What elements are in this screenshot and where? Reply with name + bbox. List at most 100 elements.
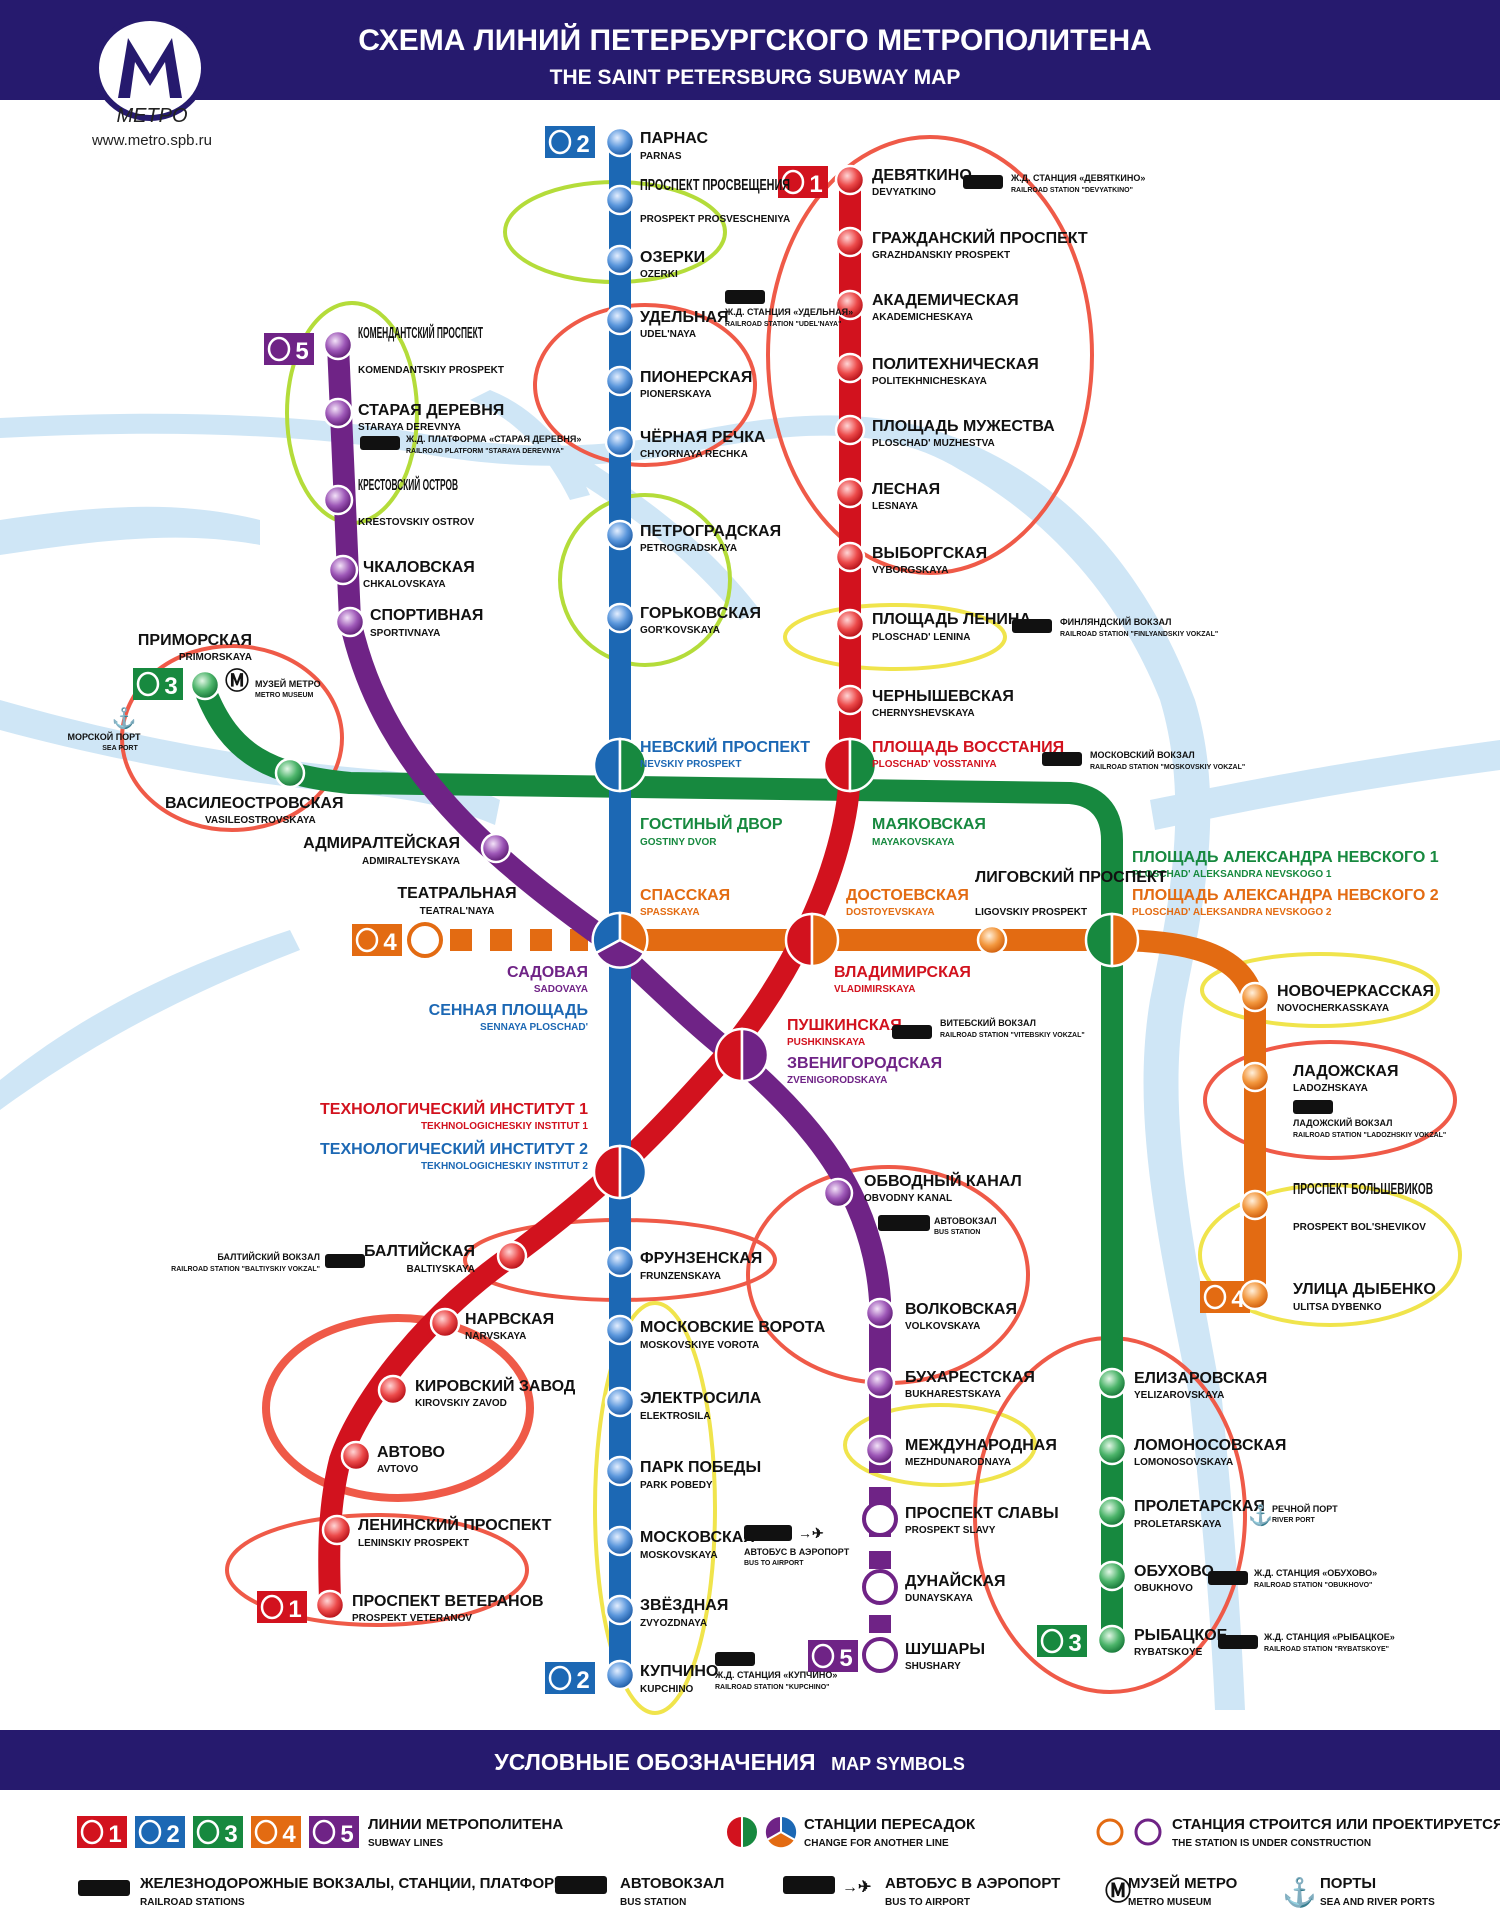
station-marker-elektrosila [604, 1386, 636, 1418]
svg-text:НЕВСКИЙ ПРОСПЕКТ: НЕВСКИЙ ПРОСПЕКТ [640, 737, 810, 756]
svg-text:AKADEMICHESKAYA: AKADEMICHESKAYA [872, 312, 973, 323]
svg-text:Ж.Д. СТАНЦИЯ «ДЕВЯТКИНО»: Ж.Д. СТАНЦИЯ «ДЕВЯТКИНО» [1010, 173, 1145, 183]
svg-text:4: 4 [383, 929, 397, 956]
station-marker-gorkovskaya [604, 602, 636, 634]
station-marker-petrogradskaya [604, 519, 636, 551]
station-marker-kupchino [604, 1659, 636, 1691]
svg-text:TEKHNOLOGICHESKIY INSTITUT 2: TEKHNOLOGICHESKIY INSTITUT 2 [421, 1161, 588, 1172]
svg-text:БАЛТИЙСКАЯ: БАЛТИЙСКАЯ [364, 1241, 475, 1260]
station-marker-grazhdanskiy-prospekt [834, 226, 866, 258]
station-marker-dunayskaya [862, 1569, 898, 1605]
svg-text:ВОЛКОВСКАЯ: ВОЛКОВСКАЯ [905, 1301, 1017, 1318]
train-icon [715, 1652, 755, 1666]
svg-text:ПРОСПЕКТ ПРОСВЕЩЕНИЯ: ПРОСПЕКТ ПРОСВЕЩЕНИЯ [640, 177, 790, 194]
station-marker-prospekt-prosvescheniya [604, 184, 636, 216]
svg-text:SHUSHARY: SHUSHARY [905, 1661, 961, 1672]
svg-text:ПУШКИНСКАЯ: ПУШКИНСКАЯ [787, 1017, 902, 1034]
svg-text:ЛЕСНАЯ: ЛЕСНАЯ [872, 481, 940, 498]
railroad-devyatkino: Ж.Д. СТАНЦИЯ «ДЕВЯТКИНО»RAILROAD STATION… [963, 173, 1145, 194]
svg-text:SENNAYA PLOSCHAD': SENNAYA PLOSCHAD' [480, 1022, 588, 1033]
station-marker-prospekt-slavy [862, 1501, 898, 1537]
svg-text:RAILROAD STATION "LADOZHSKIY V: RAILROAD STATION "LADOZHSKIY VOKZAL" [1293, 1132, 1446, 1139]
svg-text:ЕЛИЗАРОВСКАЯ: ЕЛИЗАРОВСКАЯ [1134, 1370, 1267, 1387]
svg-text:ЧЁРНАЯ РЕЧКА: ЧЁРНАЯ РЕЧКА [640, 428, 766, 446]
station-marker-moskovskiye-vorota [604, 1314, 636, 1346]
svg-text:GRAZHDANSKIY PROSPEKT: GRAZHDANSKIY PROSPEKT [872, 250, 1010, 261]
station-label-tekhnologicheskiy-2: ТЕХНОЛОГИЧЕСКИЙ ИНСТИТУТ 2TEKHNOLOGICHES… [320, 1139, 588, 1172]
svg-text:МУЗЕЙ МЕТРО: МУЗЕЙ МЕТРО [255, 678, 321, 689]
svg-text:SPASSKAYA: SPASSKAYA [640, 907, 700, 918]
svg-text:ШУШАРЫ: ШУШАРЫ [905, 1641, 985, 1658]
svg-text:PARK POBEDY: PARK POBEDY [640, 1480, 713, 1491]
transfer-dostoyevskaya-vladimirskaya [784, 912, 840, 968]
header-title-en: THE SAINT PETERSBURG SUBWAY MAP [550, 66, 961, 89]
station-marker-frunzenskaya [604, 1246, 636, 1278]
svg-text:ЭЛЕКТРОСИЛА: ЭЛЕКТРОСИЛА [640, 1390, 762, 1407]
transfer-hubs [591, 737, 1140, 1200]
svg-text:BUKHARESTSKAYA: BUKHARESTSKAYA [905, 1389, 1001, 1400]
svg-text:ПЛОЩАДЬ ВОССТАНИЯ: ПЛОЩАДЬ ВОССТАНИЯ [872, 739, 1064, 756]
svg-text:ДЕВЯТКИНО: ДЕВЯТКИНО [872, 167, 972, 184]
svg-text:ZVYOZDNAYA: ZVYOZDNAYA [640, 1618, 707, 1629]
svg-text:VLADIMIRSKAYA: VLADIMIRSKAYA [834, 984, 916, 995]
svg-text:3: 3 [224, 1821, 237, 1848]
station-marker-chernyshevskaya [834, 684, 866, 716]
railroad-kupchino: Ж.Д. СТАНЦИЯ «КУПЧИНО»RAILROAD STATION "… [714, 1652, 837, 1691]
station-label-park-pobedy: ПАРК ПОБЕДЫ PARK POBEDY [640, 1459, 761, 1491]
svg-text:ПРОСПЕКТ ВЕТЕРАНОВ: ПРОСПЕКТ ВЕТЕРАНОВ [352, 1593, 544, 1610]
station-marker-kirovskiy-zavod [377, 1374, 409, 1406]
legend-ports-sublabel: SEA AND RIVER PORTS [1320, 1897, 1435, 1908]
svg-text:SEA PORT: SEA PORT [102, 745, 138, 752]
svg-text:СЕННАЯ ПЛОЩАДЬ: СЕННАЯ ПЛОЩАДЬ [429, 1002, 588, 1019]
svg-text:ПАРК ПОБЕДЫ: ПАРК ПОБЕДЫ [640, 1459, 761, 1476]
svg-text:4: 4 [282, 1821, 296, 1848]
legend-museum-icon: Ⓜ [1105, 1876, 1131, 1906]
svg-text:ЛОМОНОСОВСКАЯ: ЛОМОНОСОВСКАЯ [1134, 1437, 1286, 1454]
station-marker-prospekt-veteranov [314, 1589, 346, 1621]
svg-text:VASILEOSTROVSKAYA: VASILEOSTROVSKAYA [205, 815, 316, 826]
svg-text:ДУНАЙСКАЯ: ДУНАЙСКАЯ [905, 1571, 1006, 1590]
svg-text:ГОРЬКОВСКАЯ: ГОРЬКОВСКАЯ [640, 605, 761, 622]
svg-text:1: 1 [288, 1596, 301, 1623]
svg-text:OZERKI: OZERKI [640, 269, 678, 280]
svg-text:PETROGRADSKAYA: PETROGRADSKAYA [640, 543, 737, 554]
legend-bus-label: АВТОВОКЗАЛ [620, 1875, 724, 1892]
svg-text:ЛАДОЖСКИЙ ВОКЗАЛ: ЛАДОЖСКИЙ ВОКЗАЛ [1293, 1117, 1392, 1128]
svg-text:MAYAKOVSKAYA: MAYAKOVSKAYA [872, 837, 954, 848]
svg-text:ADMIRALTEYSKAYA: ADMIRALTEYSKAYA [362, 856, 460, 867]
svg-text:KIROVSKIY ZAVOD: KIROVSKIY ZAVOD [415, 1398, 507, 1409]
svg-text:КИРОВСКИЙ ЗАВОД: КИРОВСКИЙ ЗАВОД [415, 1376, 576, 1395]
svg-text:Ж.Д. СТАНЦИЯ «КУПЧИНО»: Ж.Д. СТАНЦИЯ «КУПЧИНО» [714, 1670, 837, 1680]
svg-text:Ж.Д. ПЛАТФОРМА «СТАРАЯ ДЕРЕВНЯ: Ж.Д. ПЛАТФОРМА «СТАРАЯ ДЕРЕВНЯ» [405, 434, 581, 444]
svg-text:RAILROAD STATION "OBUKHOVO": RAILROAD STATION "OBUKHOVO" [1254, 1582, 1372, 1589]
station-marker-ulitsa-dybenko [1239, 1279, 1271, 1311]
svg-text:ПЛОЩАДЬ АЛЕКСАНДРА НЕВСКОГО 2: ПЛОЩАДЬ АЛЕКСАНДРА НЕВСКОГО 2 [1132, 887, 1439, 904]
highlight-annotations [120, 135, 1462, 1715]
station-marker-sportivnaya [334, 606, 366, 638]
svg-text:ТЕХНОЛОГИЧЕСКИЙ ИНСТИТУТ 1: ТЕХНОЛОГИЧЕСКИЙ ИНСТИТУТ 1 [320, 1099, 588, 1118]
station-marker-moskovskaya [604, 1525, 636, 1557]
svg-text:FRUNZENSKAYA: FRUNZENSKAYA [640, 1271, 721, 1282]
svg-text:ЗВЕНИГОРОДСКАЯ: ЗВЕНИГОРОДСКАЯ [787, 1055, 942, 1072]
svg-text:METRO MUSEUM: METRO MUSEUM [255, 692, 314, 699]
svg-text:BUS TO AIRPORT: BUS TO AIRPORT [744, 1560, 804, 1567]
svg-text:RAILROAD STATION "FINLYANDSKIY: RAILROAD STATION "FINLYANDSKIY VOKZAL" [1060, 631, 1218, 638]
svg-text:ПЛОЩАДЬ ЛЕНИНА: ПЛОЩАДЬ ЛЕНИНА [872, 611, 1031, 628]
svg-text:LESNAYA: LESNAYA [872, 501, 918, 512]
legend-ports-label: ПОРТЫ [1320, 1875, 1376, 1892]
svg-text:PIONERSKAYA: PIONERSKAYA [640, 389, 712, 400]
svg-text:BUS STATION: BUS STATION [934, 1229, 980, 1236]
legend-museum-sublabel: METRO MUSEUM [1128, 1897, 1211, 1908]
